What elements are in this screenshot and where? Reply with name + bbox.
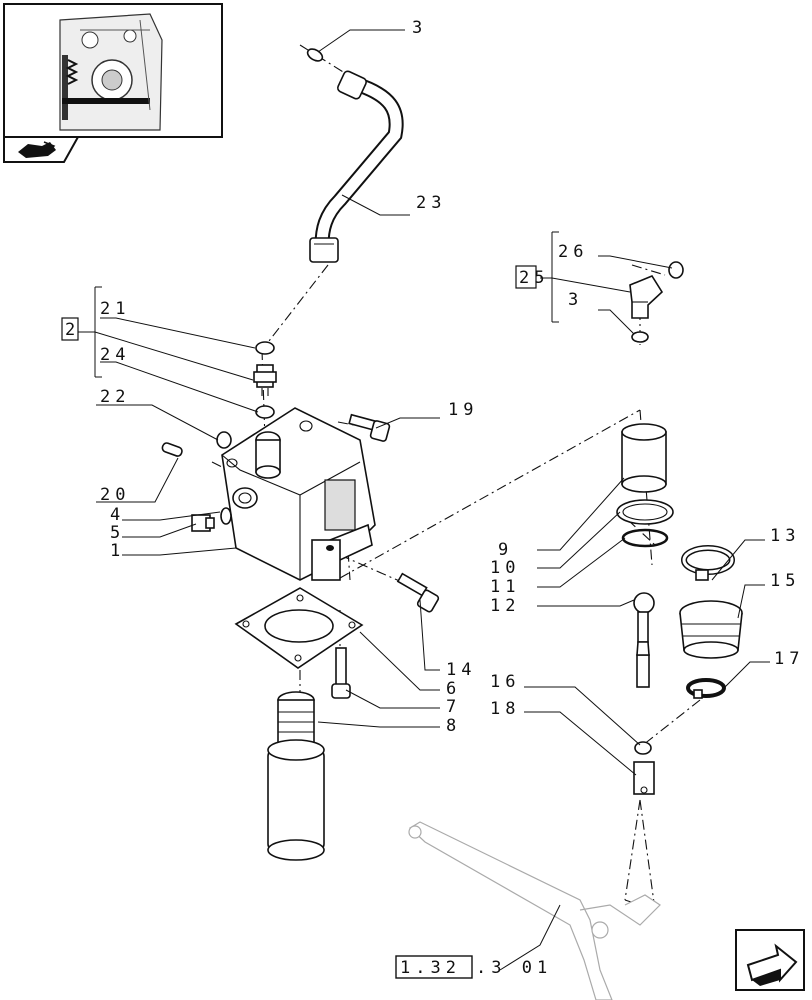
callout-2: 2 bbox=[65, 320, 80, 340]
locator-thumbnail[interactable] bbox=[3, 3, 223, 138]
clamp-13[interactable] bbox=[681, 545, 735, 581]
callout-11: 11 bbox=[490, 577, 520, 597]
callout-25: 25 bbox=[519, 268, 549, 288]
piston-8[interactable] bbox=[267, 691, 325, 861]
callout-15: 15 bbox=[770, 571, 800, 591]
o-ring-3-right[interactable] bbox=[631, 331, 649, 343]
callout-10: 10 bbox=[490, 558, 520, 578]
bolt-14[interactable] bbox=[396, 572, 440, 613]
lift-linkage-ghost bbox=[408, 821, 661, 1000]
o-ring-22[interactable] bbox=[216, 431, 232, 449]
leader-lines bbox=[78, 29, 770, 971]
engine-location-thumbnail-icon bbox=[59, 13, 163, 131]
clamp-17[interactable] bbox=[686, 678, 726, 699]
ring-10[interactable] bbox=[616, 499, 674, 525]
pump-body-1[interactable] bbox=[221, 407, 376, 581]
dowel-pin-20[interactable] bbox=[161, 442, 183, 457]
next-page-arrow-icon bbox=[746, 943, 798, 986]
callout-17: 17 bbox=[774, 649, 804, 669]
boot-15[interactable] bbox=[679, 600, 743, 659]
callout-22: 22 bbox=[100, 387, 130, 407]
union-fitting[interactable] bbox=[253, 364, 277, 396]
callout-14: 14 bbox=[446, 660, 476, 680]
callout-3-right: 3 bbox=[568, 290, 583, 310]
nut-16[interactable] bbox=[634, 741, 652, 755]
callout-9: 9 bbox=[498, 540, 513, 560]
callout-8: 8 bbox=[446, 716, 461, 736]
group-bracket-right bbox=[551, 231, 559, 323]
o-ring-26[interactable] bbox=[668, 261, 684, 279]
callout-7: 7 bbox=[446, 697, 461, 717]
clevis-18[interactable] bbox=[633, 761, 655, 795]
bolt-7[interactable] bbox=[331, 647, 351, 699]
callout-19: 19 bbox=[448, 400, 478, 420]
callout-1: 1 bbox=[110, 541, 125, 561]
callout-labels: 3 23 21 2 24 22 19 20 4 5 1 14 6 7 8 9 1… bbox=[61, 18, 804, 736]
callout-13: 13 bbox=[770, 526, 800, 546]
callout-21: 21 bbox=[100, 299, 130, 319]
callout-24: 24 bbox=[100, 345, 130, 365]
next-page-button[interactable] bbox=[735, 929, 805, 991]
reference-boxed: 1.32 bbox=[400, 958, 461, 978]
callout-16: 16 bbox=[490, 672, 520, 692]
bolt-19[interactable] bbox=[348, 413, 391, 442]
tractor-section-icon[interactable] bbox=[3, 136, 80, 163]
callout-6: 6 bbox=[446, 679, 461, 699]
callout-4: 4 bbox=[110, 505, 125, 525]
o-ring-24[interactable] bbox=[255, 405, 275, 419]
section-reference[interactable]: 1.32 .3 01 bbox=[395, 955, 552, 979]
pin-12[interactable] bbox=[633, 592, 655, 688]
callout-12: 12 bbox=[490, 596, 520, 616]
callout-23: 23 bbox=[416, 193, 446, 213]
callout-18: 18 bbox=[490, 699, 520, 719]
o-ring-21[interactable] bbox=[255, 341, 275, 355]
callout-5: 5 bbox=[110, 523, 125, 543]
callout-3-top: 3 bbox=[412, 18, 427, 38]
washer-4[interactable] bbox=[220, 507, 232, 525]
callout-26: 26 bbox=[558, 242, 588, 262]
reference-suffix: .3 01 bbox=[476, 958, 552, 978]
cap-9[interactable] bbox=[621, 423, 667, 493]
o-ring-11[interactable] bbox=[621, 528, 669, 548]
pipe-23[interactable] bbox=[309, 70, 404, 263]
elbow-fitting-25[interactable] bbox=[629, 275, 664, 319]
plug-5[interactable] bbox=[191, 514, 215, 532]
gasket-6[interactable] bbox=[234, 587, 364, 669]
callout-20: 20 bbox=[100, 485, 130, 505]
